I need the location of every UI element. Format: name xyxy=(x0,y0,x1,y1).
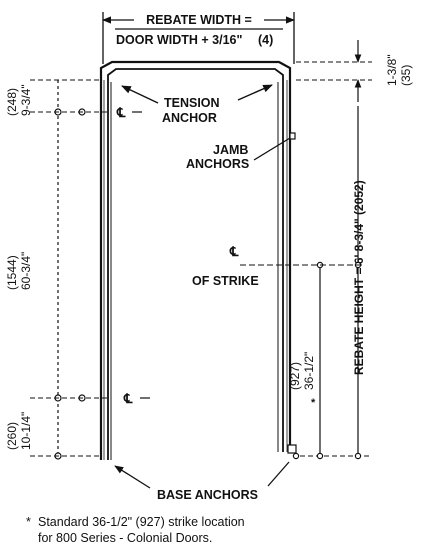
footnote-line-2: for 800 Series - Colonial Doors. xyxy=(38,531,213,545)
jamb-anchor-tab xyxy=(289,132,296,140)
base-anchors-label: BASE ANCHORS xyxy=(157,488,258,502)
strike-dimension: (927) 36-1/2" * xyxy=(288,261,362,460)
tension-anchor-line2: ANCHOR xyxy=(162,111,217,125)
height-dot-floor xyxy=(354,452,362,460)
top-dim-imperial: 1-3/8" xyxy=(385,54,399,86)
of-strike-label: OF STRIKE xyxy=(192,274,259,288)
top-dim-metric: (35) xyxy=(399,65,413,86)
left-dim-2-metric: (1544) xyxy=(5,255,19,290)
jamb-anchors-callout: JAMB ANCHORS xyxy=(186,137,291,171)
strike-centerline: ℄ OF STRIKE xyxy=(192,244,362,288)
tension-arrow-right xyxy=(237,84,273,101)
base-anchors-callout: BASE ANCHORS xyxy=(114,461,290,502)
footnote-star: * xyxy=(26,515,31,529)
anchor-cl-symbol-2: ℄ xyxy=(123,391,133,406)
footnote: * Standard 36-1/2" (927) strike location… xyxy=(26,514,368,546)
jamb-anchors-line1: JAMB xyxy=(213,143,248,157)
left-dim-2-imperial: 60-3/4" xyxy=(19,252,33,290)
anchor-cl-symbol-1: ℄ xyxy=(116,105,126,120)
strike-asterisk: * xyxy=(311,397,316,409)
door-frame xyxy=(99,60,297,460)
left-dim-1-metric: (248) xyxy=(5,88,19,116)
rebate-width-title: REBATE WIDTH = xyxy=(146,13,252,27)
top-clearance-dimension: 1-3/8" (35) xyxy=(296,40,413,102)
rebate-height-dimension: REBATE HEIGHT = 6' 8-3/4" (2052) xyxy=(300,106,372,457)
left-dimensions: ℄ ℄ (248) 9-3/4" (1544) 60-3/4" (260) 10… xyxy=(5,79,150,460)
base-anchor-tab xyxy=(287,444,297,454)
frame-inner xyxy=(107,68,284,460)
tension-anchor-line1: TENSION xyxy=(164,96,220,110)
strike-dim-metric: (927) xyxy=(288,362,302,390)
base-leader-right xyxy=(267,461,290,487)
base-arrow-left xyxy=(114,465,151,489)
rebate-height-label: REBATE HEIGHT = 6' 8-3/4" (2052) xyxy=(352,180,366,375)
jamb-anchors-line2: ANCHORS xyxy=(186,157,249,171)
frame-outer xyxy=(99,60,292,460)
floor-dot xyxy=(292,452,300,460)
strike-dot-bottom xyxy=(316,452,324,460)
tension-arrow-left xyxy=(121,85,159,104)
strike-dim-imperial: 36-1/2" xyxy=(302,352,316,390)
jamb-leader xyxy=(253,137,291,161)
rebate-width-metric: (4) xyxy=(258,33,273,47)
strike-cl-symbol: ℄ xyxy=(229,244,239,259)
rebate-width-header: REBATE WIDTH = DOOR WIDTH + 3/16" (4) xyxy=(102,12,295,64)
tension-anchor-callout: TENSION ANCHOR xyxy=(121,84,273,125)
left-dim-3-metric: (260) xyxy=(5,422,19,450)
rebate-width-formula: DOOR WIDTH + 3/16" xyxy=(116,33,243,47)
left-dim-1-imperial: 9-3/4" xyxy=(19,84,33,116)
footnote-line-1: Standard 36-1/2" (927) strike location xyxy=(38,515,245,529)
left-dim-3-imperial: 10-1/4" xyxy=(19,412,33,450)
